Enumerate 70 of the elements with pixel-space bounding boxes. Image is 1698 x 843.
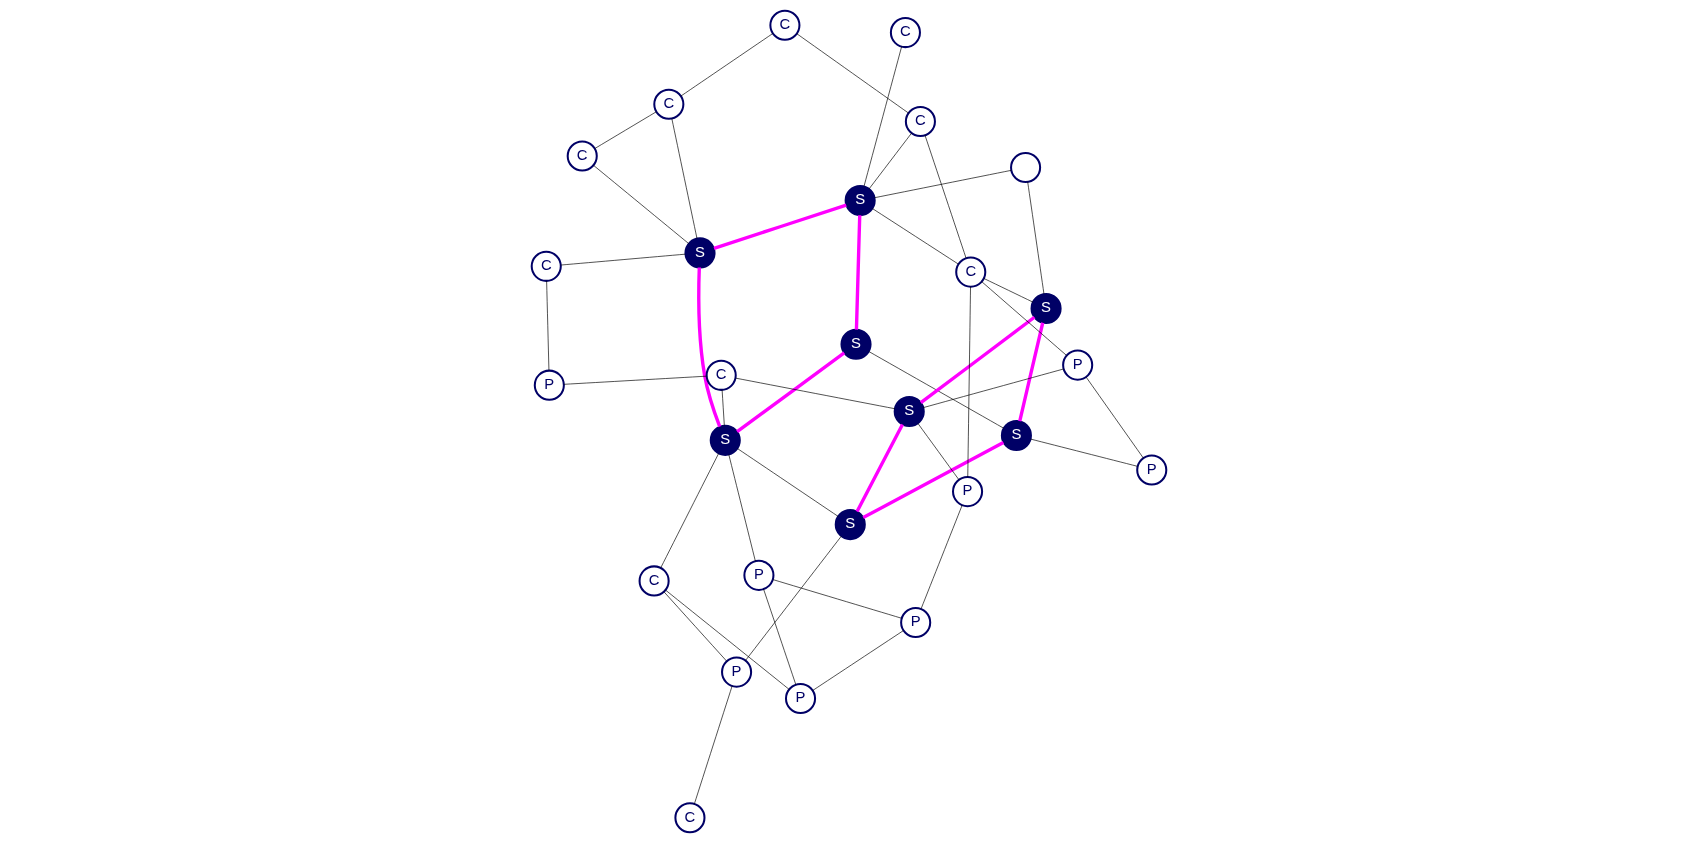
node-circle: S bbox=[893, 395, 925, 428]
connector bbox=[663, 591, 728, 662]
node-circle: P bbox=[533, 369, 565, 401]
connector bbox=[671, 118, 698, 239]
connector bbox=[563, 375, 707, 385]
node-circle: C bbox=[705, 359, 737, 391]
node-circle: P bbox=[721, 656, 753, 688]
connector bbox=[1085, 376, 1144, 459]
connector bbox=[812, 630, 904, 691]
connector bbox=[862, 440, 1005, 520]
node-circle: C bbox=[889, 17, 921, 49]
connector bbox=[1030, 438, 1138, 467]
connector bbox=[868, 351, 1004, 429]
connector bbox=[981, 281, 1067, 356]
connector bbox=[796, 33, 909, 114]
node-circle: S bbox=[1000, 419, 1032, 451]
connector bbox=[694, 685, 733, 805]
connector bbox=[772, 579, 902, 619]
node-circle: P bbox=[1062, 349, 1094, 381]
connector bbox=[593, 164, 690, 244]
connector bbox=[735, 377, 896, 410]
node-circle: C bbox=[653, 88, 685, 120]
connector bbox=[1027, 181, 1045, 295]
connector bbox=[868, 132, 912, 190]
connector bbox=[919, 315, 1036, 405]
node-circle: P bbox=[784, 682, 817, 715]
node-circle: C bbox=[955, 256, 987, 288]
connector bbox=[855, 423, 904, 513]
node-circle: C bbox=[530, 250, 562, 282]
connector bbox=[697, 267, 722, 428]
node-circle bbox=[1010, 151, 1042, 183]
connector bbox=[665, 589, 790, 690]
node-circle: C bbox=[904, 105, 936, 138]
connector bbox=[872, 208, 959, 265]
node-circle: S bbox=[844, 185, 876, 217]
connector bbox=[660, 453, 719, 569]
connector bbox=[863, 46, 902, 187]
connector bbox=[967, 286, 971, 478]
connector bbox=[983, 278, 1034, 303]
connector bbox=[728, 454, 756, 562]
connector bbox=[736, 351, 846, 433]
node-circle: S bbox=[1030, 292, 1062, 325]
connector bbox=[546, 280, 550, 371]
node-circle: C bbox=[566, 140, 598, 172]
connector bbox=[922, 368, 1064, 408]
node-circle: P bbox=[1136, 454, 1168, 486]
connector bbox=[594, 111, 657, 149]
connector bbox=[924, 135, 967, 259]
node-circle: P bbox=[900, 606, 932, 639]
connector bbox=[680, 33, 774, 97]
connector bbox=[737, 448, 839, 517]
connector bbox=[854, 215, 862, 330]
node-circle: C bbox=[769, 9, 801, 41]
node-circle: C bbox=[638, 565, 670, 597]
connector bbox=[1018, 322, 1045, 422]
connector bbox=[713, 203, 847, 250]
connector bbox=[745, 535, 842, 661]
node-circle: S bbox=[840, 328, 872, 360]
node-circle: C bbox=[674, 802, 706, 834]
node-circle: S bbox=[684, 237, 716, 269]
connector bbox=[920, 504, 963, 610]
node-circle: P bbox=[743, 559, 775, 591]
connector bbox=[721, 389, 725, 426]
connector bbox=[560, 253, 686, 266]
connector bbox=[874, 170, 1012, 199]
connector bbox=[917, 423, 960, 481]
connector bbox=[763, 588, 797, 686]
node-circle: S bbox=[834, 509, 866, 541]
node-circle: P bbox=[952, 476, 984, 508]
node-circle: S bbox=[709, 424, 741, 456]
